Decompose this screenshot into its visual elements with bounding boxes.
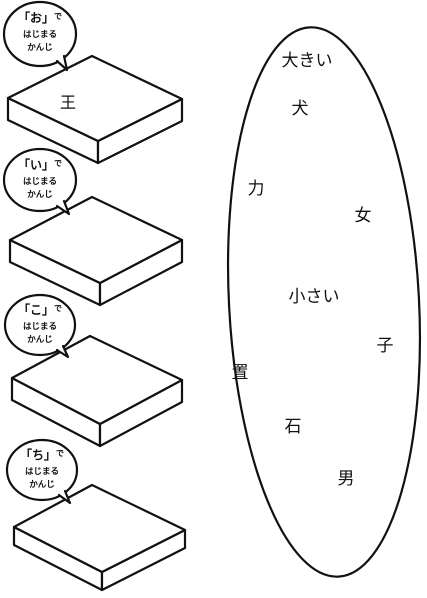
bubble-heading: 「お」で: [18, 10, 62, 25]
speech-bubble-o: 「お」で はじまる かんじ: [2, 0, 78, 72]
bubble-line-2: はじまる: [25, 467, 59, 477]
bubble-line-2: はじまる: [23, 322, 57, 332]
bubble-kana: 「ち」: [20, 447, 56, 462]
bubble-kana: 「こ」: [18, 302, 54, 317]
prompt-group-chi: 「ち」で はじまる かんじ: [5, 438, 187, 592]
word-bank-item: 犬: [292, 99, 309, 119]
bubble-line-3: かんじ: [27, 190, 53, 200]
word-bank-item: 置: [232, 363, 249, 383]
bubble-heading: 「こ」で: [18, 302, 62, 317]
bubble-suffix: で: [54, 12, 62, 21]
word-bank-item: 力: [248, 179, 265, 199]
bubble-suffix: で: [54, 304, 62, 313]
bubble-suffix: で: [56, 449, 64, 458]
bubble-line-2: はじまる: [23, 30, 57, 40]
speech-bubble-i: 「い」で はじまる かんじ: [2, 147, 78, 216]
speech-bubble-ko: 「こ」で はじまる かんじ: [3, 293, 77, 359]
answer-box-o: 王: [6, 54, 184, 165]
answer-box-i: [8, 195, 184, 307]
bubble-line-3: かんじ: [27, 335, 53, 345]
bubble-heading: 「ち」で: [20, 447, 64, 462]
prompt-group-o: 王 「お」で はじまる かんじ: [2, 0, 184, 165]
word-bank-item: 子: [377, 336, 394, 356]
word-bank-item: 石: [285, 417, 302, 437]
bubble-suffix: で: [54, 159, 62, 168]
word-bank: 大きい 犬 力 女 小さい 子 置 石 男: [226, 26, 422, 578]
word-bank-item: 女: [355, 206, 372, 226]
answer-text: 王: [60, 93, 76, 112]
bubble-heading: 「い」で: [18, 157, 62, 172]
word-bank-item: 大きい: [282, 51, 333, 71]
speech-bubble-chi: 「ち」で はじまる かんじ: [5, 438, 79, 505]
prompt-group-ko: 「こ」で はじまる かんじ: [3, 293, 184, 448]
bubble-line-3: かんじ: [29, 480, 55, 490]
word-bank-item: 男: [338, 469, 355, 489]
bubble-line-2: はじまる: [23, 177, 57, 187]
word-bank-item: 小さい: [289, 287, 340, 307]
word-bank-outline: [226, 26, 422, 578]
bubble-kana: 「お」: [18, 10, 54, 25]
prompt-group-i: 「い」で はじまる かんじ: [2, 147, 184, 307]
answer-box-ko: [10, 334, 184, 448]
bubble-kana: 「い」: [18, 157, 54, 172]
bubble-line-3: かんじ: [27, 43, 53, 53]
